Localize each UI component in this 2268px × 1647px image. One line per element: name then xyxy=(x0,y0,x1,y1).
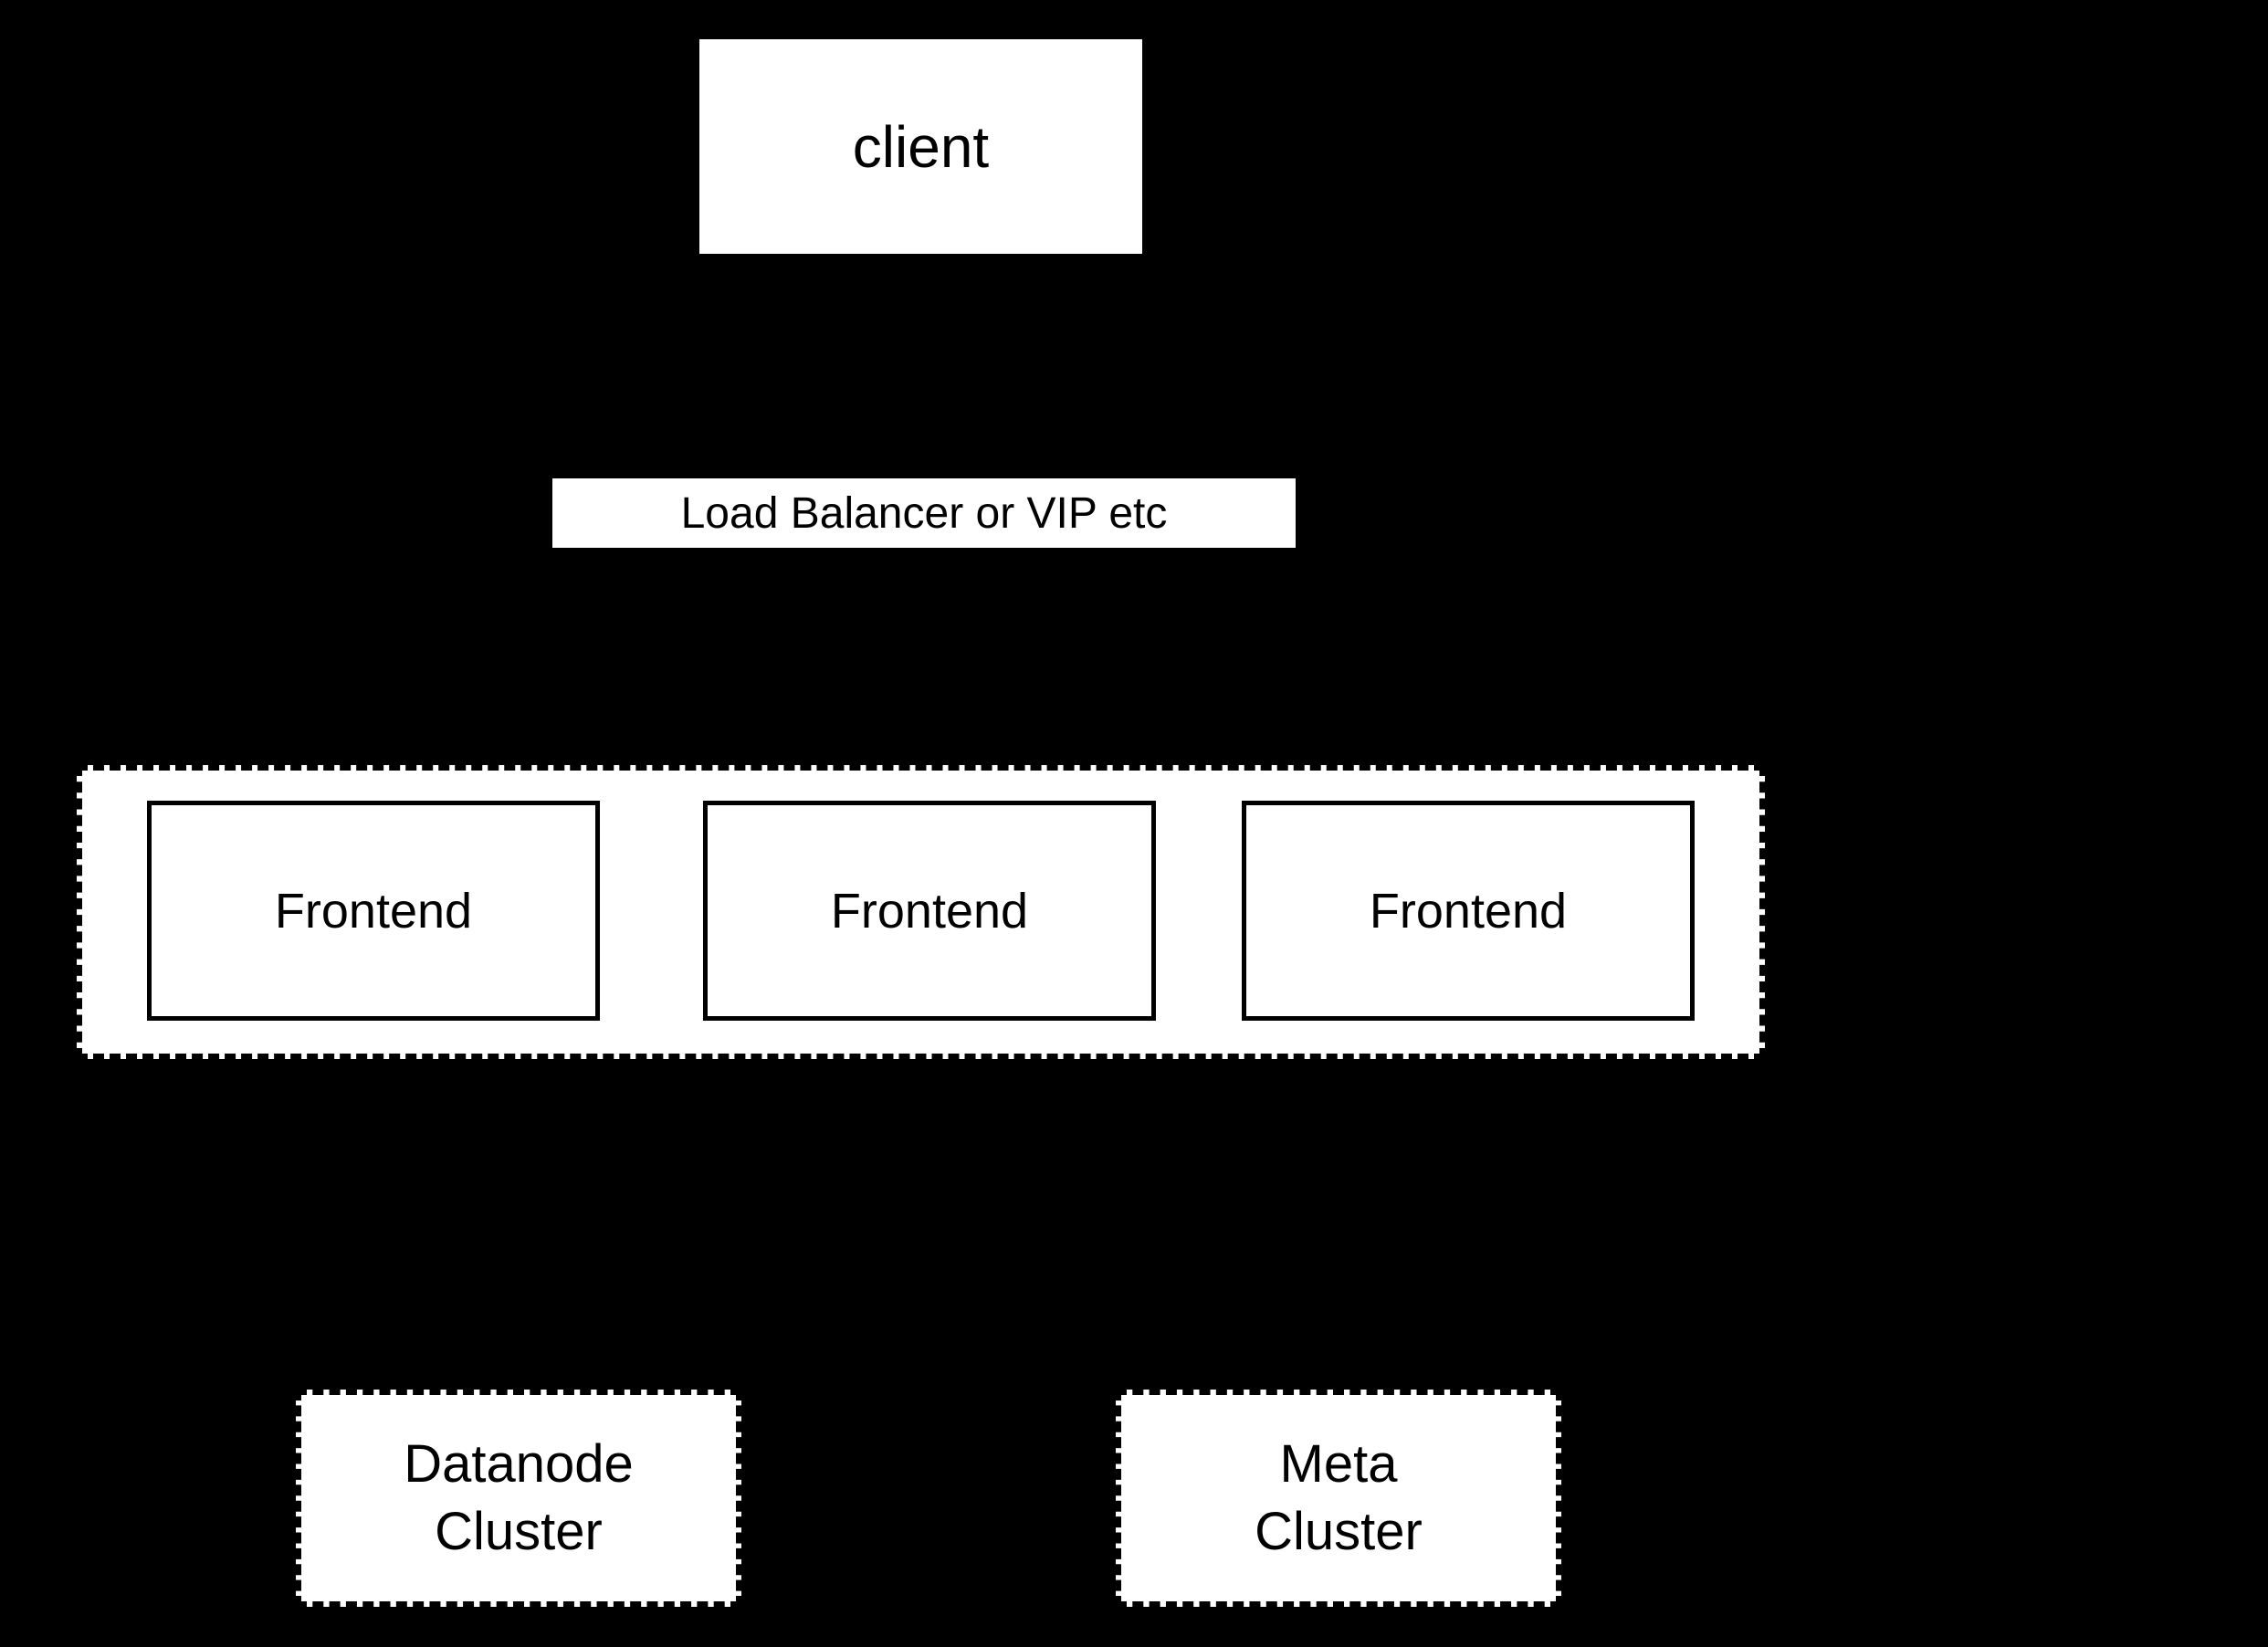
frontend-node-3: Frontend xyxy=(1242,801,1695,1021)
frontend-node-1-label: Frontend xyxy=(274,883,473,939)
frontend-node-2: Frontend xyxy=(703,801,1156,1021)
load-balancer-label: Load Balancer or VIP etc xyxy=(680,488,1168,538)
frontend-node-1: Frontend xyxy=(147,801,600,1021)
client-node-label: client xyxy=(852,113,990,180)
client-node: client xyxy=(699,39,1142,254)
frontend-node-3-label: Frontend xyxy=(1369,883,1568,939)
load-balancer-node: Load Balancer or VIP etc xyxy=(552,478,1296,548)
meta-cluster-label: Meta Cluster xyxy=(1255,1434,1423,1561)
datanode-cluster-node: Datanode Cluster xyxy=(296,1390,741,1607)
datanode-cluster-label: Datanode Cluster xyxy=(404,1434,634,1561)
meta-cluster-node: Meta Cluster xyxy=(1116,1390,1561,1607)
frontend-node-2-label: Frontend xyxy=(830,883,1029,939)
